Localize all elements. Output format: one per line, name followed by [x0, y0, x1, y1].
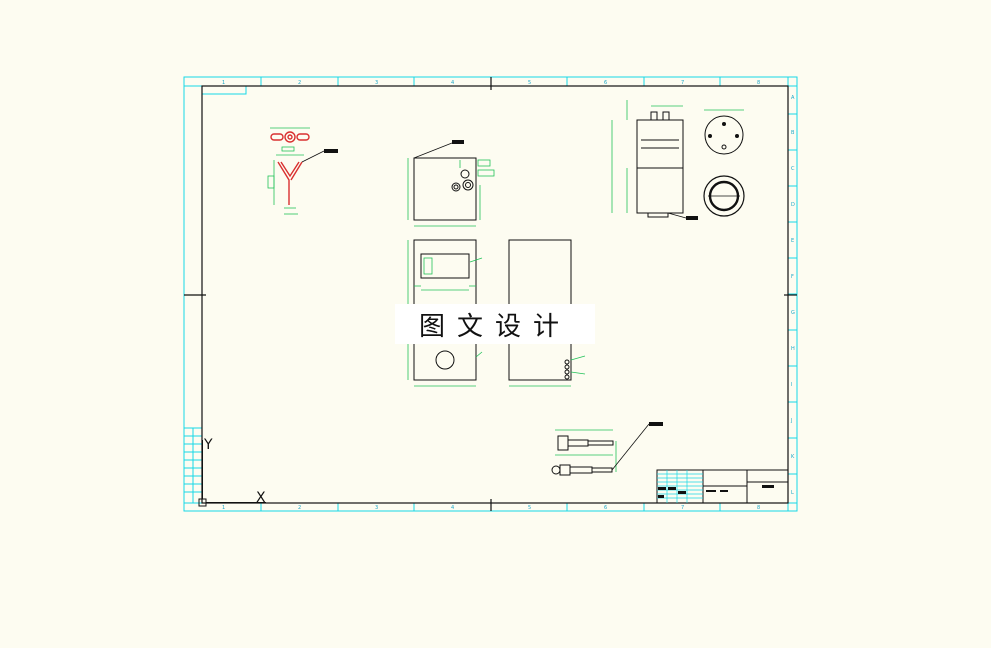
- row-label: J: [790, 418, 792, 424]
- corner-tab: [201, 85, 247, 95]
- motor-bottom-view-part[interactable]: [703, 175, 745, 217]
- col-label-top: 3: [375, 80, 378, 86]
- row-label: E: [791, 238, 794, 244]
- col-label-bottom: 4: [451, 505, 454, 511]
- col-label-bottom: 3: [375, 505, 378, 511]
- col-label-top: 2: [298, 80, 301, 86]
- column-dividers: [260, 77, 721, 511]
- row-label: B: [791, 130, 795, 136]
- col-label-bottom: 2: [298, 505, 301, 511]
- col-label-top: 1: [222, 80, 225, 86]
- row-label: D: [791, 202, 795, 208]
- row-label: G: [791, 310, 795, 316]
- row-label: C: [791, 166, 795, 172]
- column-labels: 1 2 3 4 5 6 7 8 1 2 3 4 5 6 7 8: [222, 80, 760, 511]
- title-block[interactable]: [656, 469, 789, 504]
- sheet-frame: [183, 76, 798, 512]
- col-label-bottom: 7: [681, 505, 684, 511]
- row-labels: A B C D E F G H I J K L: [790, 95, 795, 496]
- col-label-bottom: 6: [604, 505, 607, 511]
- col-label-top: 4: [451, 80, 454, 86]
- col-label-top: 5: [528, 80, 531, 86]
- x-axis-label: X: [256, 490, 266, 506]
- col-label-bottom: 5: [528, 505, 531, 511]
- motor-top-view-part[interactable]: [704, 109, 744, 155]
- col-label-bottom: 1: [222, 505, 225, 511]
- y-connector-part[interactable]: [267, 127, 338, 215]
- col-label-bottom: 8: [757, 505, 760, 511]
- col-label-top: 8: [757, 80, 760, 86]
- left-stamp-block: [184, 427, 202, 503]
- row-label: A: [791, 95, 795, 101]
- inner-border: [184, 77, 797, 511]
- y-axis-label: Y: [203, 437, 213, 453]
- col-label-top: 6: [604, 80, 607, 86]
- row-dividers: [788, 113, 797, 475]
- ucs-icon: [198, 440, 266, 507]
- pump-motor-part[interactable]: [611, 100, 698, 220]
- row-label: I: [791, 382, 792, 388]
- row-label: F: [791, 274, 794, 280]
- row-label: K: [791, 454, 795, 460]
- row-label: L: [791, 490, 794, 496]
- box-front-view-part[interactable]: [407, 140, 495, 227]
- col-label-top: 7: [681, 80, 684, 86]
- row-label: H: [791, 346, 795, 352]
- hose-fitting-part[interactable]: [551, 422, 663, 476]
- watermark-label: 图文设计: [395, 304, 595, 344]
